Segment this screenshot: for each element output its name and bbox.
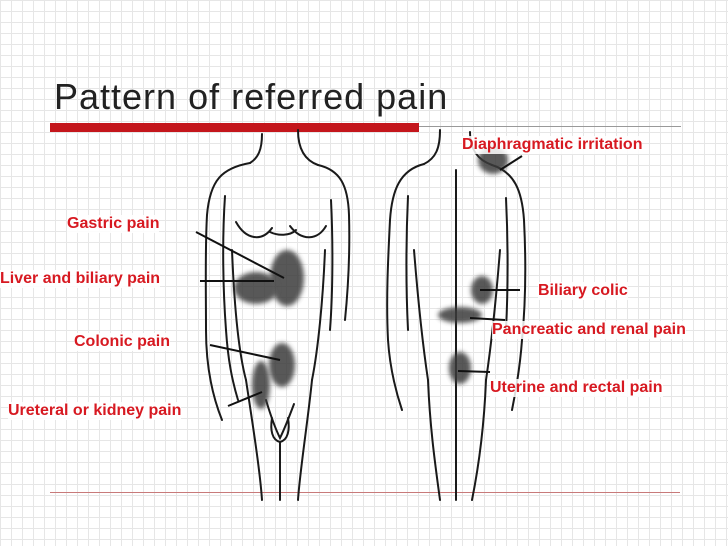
label-diaphragmatic-irritation: Diaphragmatic irritation <box>462 136 643 154</box>
title-rule <box>419 126 681 127</box>
bottom-rule <box>50 492 680 493</box>
gastric-region <box>270 250 304 306</box>
leader-lines <box>195 155 523 407</box>
ureteral-region <box>252 361 270 409</box>
slide-title: Pattern of referred pain <box>54 76 449 117</box>
pancreatic-region <box>438 307 482 323</box>
uterine-region <box>449 352 471 384</box>
colonic-region <box>269 343 295 387</box>
label-liver-biliary-pain: Liver and biliary pain <box>0 270 161 288</box>
back-body-figure <box>386 129 527 501</box>
label-colonic-pain: Colonic pain <box>74 333 170 351</box>
label-gastric-pain: Gastric pain <box>67 215 160 233</box>
label-biliary-colic: Biliary colic <box>538 282 628 300</box>
label-uterine-rectal-pain: Uterine and rectal pain <box>490 379 663 397</box>
title-accent-bar <box>50 123 419 132</box>
front-body-figure <box>204 129 351 501</box>
label-pancreatic-renal-pain: Pancreatic and renal pain <box>492 321 686 339</box>
pain-regions <box>234 146 508 409</box>
label-ureteral-kidney-pain: Ureteral or kidney pain <box>8 402 182 420</box>
liver-region <box>234 272 278 304</box>
